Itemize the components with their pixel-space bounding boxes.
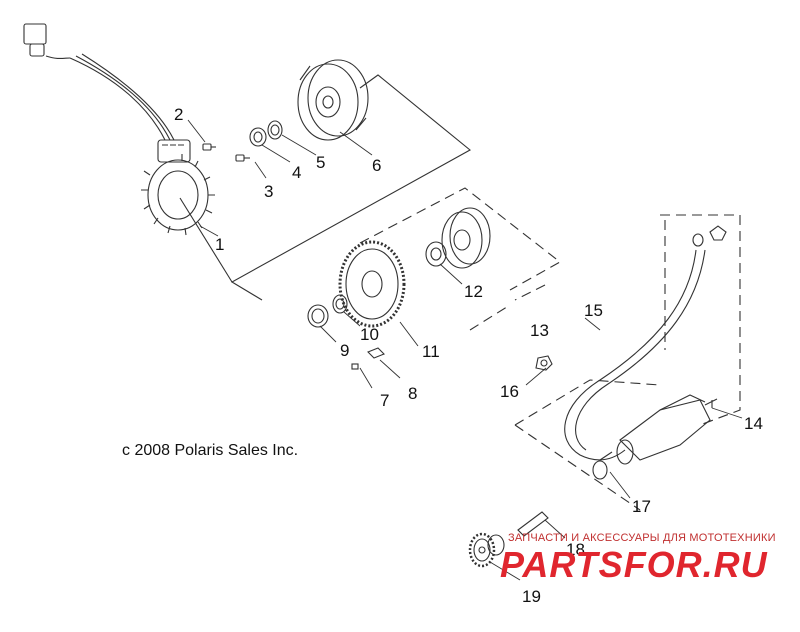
callout-6: 6 — [372, 156, 382, 175]
callout-14: 14 — [744, 414, 763, 433]
washer-10 — [332, 294, 348, 314]
shaft-18 — [517, 511, 549, 537]
flywheel — [297, 59, 369, 141]
callout-16: 16 — [500, 382, 519, 401]
callout-12: 12 — [464, 282, 483, 301]
screw-2 — [202, 143, 216, 151]
flywheel-group-outline — [179, 74, 471, 301]
callout-4: 4 — [292, 163, 302, 182]
starter-motor-outline — [514, 214, 741, 511]
starter-clutch — [425, 207, 491, 269]
callout-11: 11 — [422, 342, 440, 361]
watermark-tagline: ЗАПЧАСТИ И АКСЕССУАРЫ ДЛЯ МОТОТЕХНИКИ — [508, 532, 776, 544]
callout-5: 5 — [316, 153, 326, 172]
starter-cable — [564, 225, 727, 461]
callout-13: 13 — [530, 321, 549, 340]
o-ring-17 — [592, 460, 608, 480]
copyright-text: c 2008 Polaris Sales Inc. — [122, 442, 299, 459]
callout-8: 8 — [408, 384, 418, 403]
stator — [23, 23, 215, 236]
callout-9: 9 — [340, 341, 350, 360]
screw-3 — [235, 154, 250, 162]
starter-drive-outline — [359, 187, 561, 331]
ring-gear — [338, 240, 406, 328]
nut-16 — [535, 355, 553, 371]
callout-3: 3 — [264, 182, 274, 201]
washer-5 — [267, 120, 283, 140]
callout-7: 7 — [380, 391, 390, 410]
callout-10: 10 — [360, 325, 379, 344]
callout-2: 2 — [174, 105, 184, 124]
starter-motor — [599, 394, 718, 465]
callout-18: 18 — [566, 540, 585, 559]
screw-7 — [351, 363, 359, 370]
gear-19 — [468, 532, 505, 568]
bracket-8 — [367, 347, 385, 359]
bearing-9 — [307, 304, 329, 328]
callout-1: 1 — [215, 235, 225, 254]
leader-lines — [187, 119, 743, 581]
watermark-logo: PARTSFOR.RU — [500, 544, 768, 585]
nut-4 — [249, 127, 267, 147]
callout-15: 15 — [584, 301, 603, 320]
callout-17: 17 — [632, 497, 651, 516]
callout-19: 19 — [522, 587, 541, 606]
